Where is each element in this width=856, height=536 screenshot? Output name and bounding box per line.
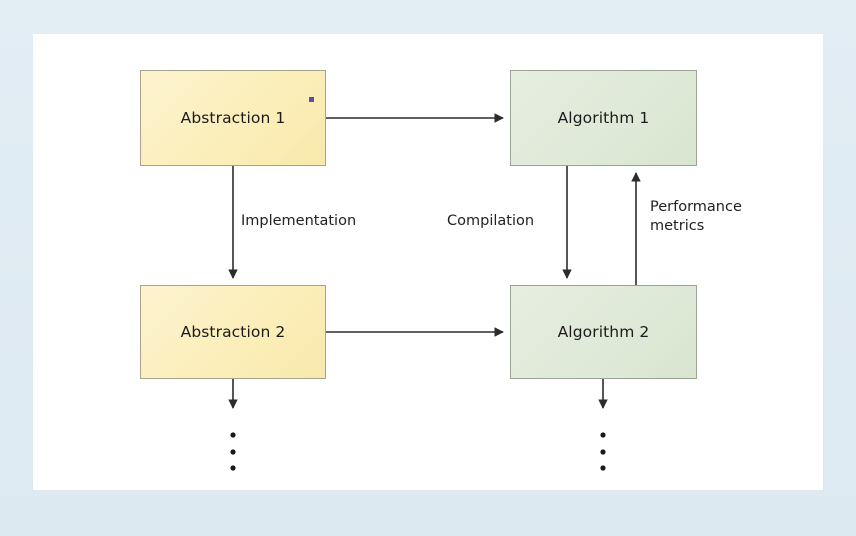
node-algorithm-1-label: Algorithm 1	[557, 109, 650, 127]
node-algorithm-2[interactable]: Algorithm 2	[510, 285, 697, 379]
edge-label-implementation: Implementation	[241, 213, 357, 229]
edge-label-compilation: Compilation	[447, 213, 535, 229]
node-abstraction-2-label: Abstraction 2	[180, 323, 286, 341]
node-abstraction-1-label: Abstraction 1	[180, 109, 286, 127]
node-abstraction-1[interactable]: Abstraction 1	[140, 70, 326, 166]
selection-marker-icon[interactable]	[309, 97, 314, 102]
edge-label-performance-metrics: Performance metrics	[650, 199, 742, 234]
node-abstraction-2[interactable]: Abstraction 2	[140, 285, 326, 379]
node-algorithm-1[interactable]: Algorithm 1	[510, 70, 697, 166]
node-algorithm-2-label: Algorithm 2	[557, 323, 650, 341]
